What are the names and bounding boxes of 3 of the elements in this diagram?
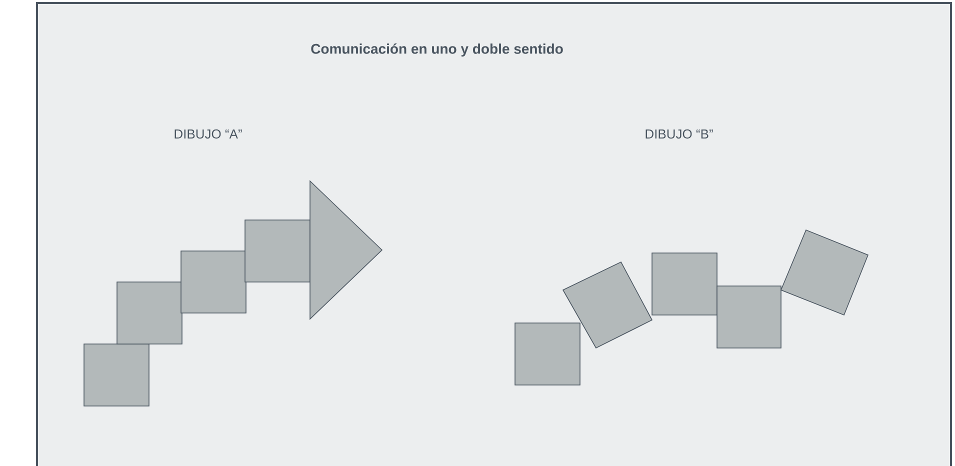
drawing-label: DIBUJO “B” <box>646 129 713 139</box>
drawing-label: DIBUJO “A” <box>174 129 242 139</box>
title: Comunicación en uno y doble sentido <box>311 43 563 57</box>
